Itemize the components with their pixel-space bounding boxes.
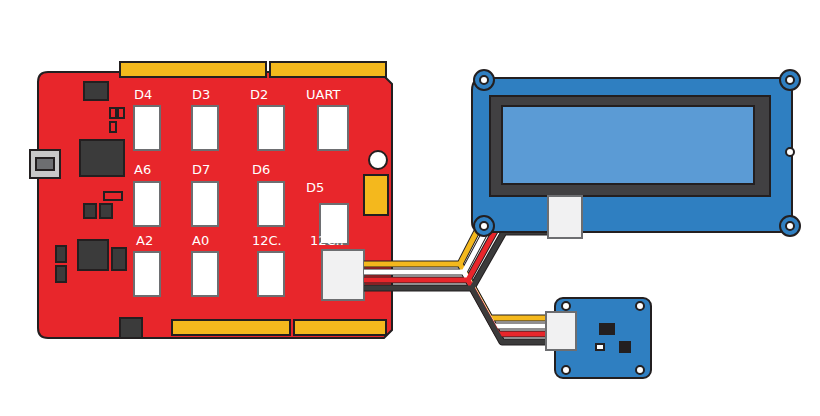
base-shield	[30, 62, 392, 338]
port-label: D2	[250, 88, 268, 102]
port-label: D5	[306, 181, 324, 195]
port-label: UART	[306, 88, 340, 102]
port-label: D6	[252, 163, 270, 177]
port-label: D3	[192, 88, 210, 102]
port-label: A2	[136, 234, 153, 248]
port-label: D7	[192, 163, 210, 177]
lcd-module	[472, 70, 800, 238]
port-label: D4	[134, 88, 152, 102]
port-label: A6	[134, 163, 151, 177]
port-label: 12C..	[310, 234, 344, 248]
port-label: A0	[192, 234, 209, 248]
sensor-module	[546, 298, 651, 378]
port-label: 12C.	[252, 234, 282, 248]
grove-sockets	[134, 106, 364, 300]
